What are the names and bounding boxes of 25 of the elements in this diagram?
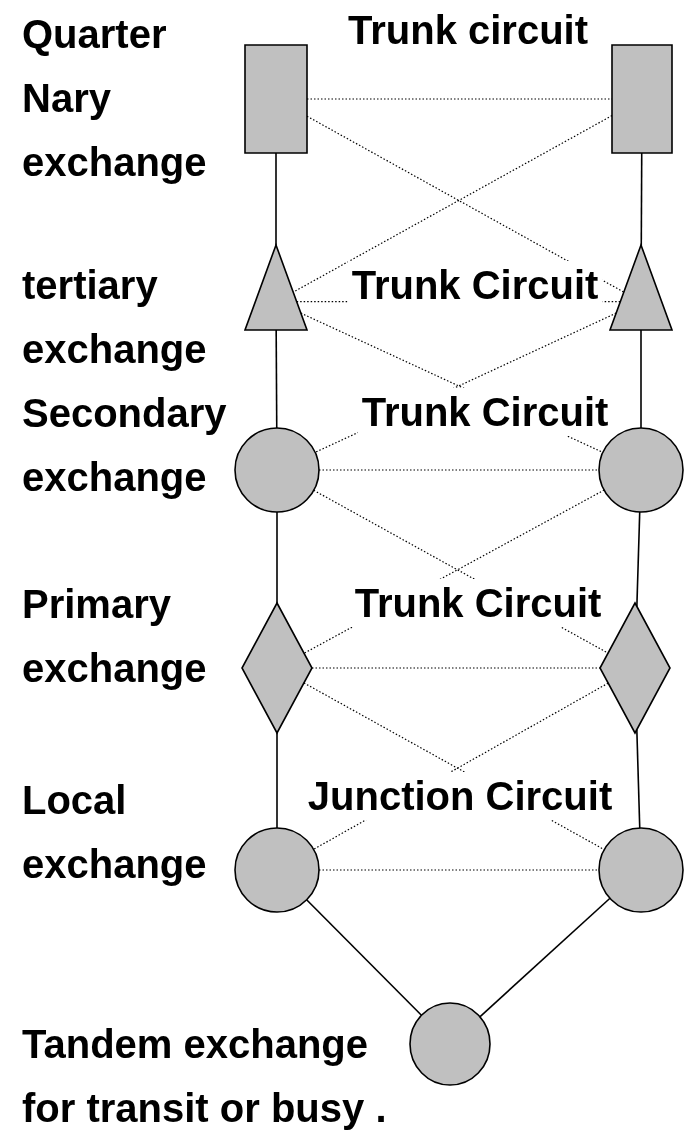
exchange-label: Quarter Nary exchange: [22, 11, 208, 186]
exchange-circle: [598, 427, 684, 513]
connector-line: [276, 732, 278, 829]
connector-line: [305, 899, 423, 1017]
connector-line: [276, 511, 278, 604]
exchange-square: [611, 44, 673, 154]
exchange-label: Primary exchange: [22, 581, 208, 692]
exchange-triangle: [244, 244, 308, 331]
exchange-circle: [234, 827, 320, 913]
exchange-diamond: [241, 602, 313, 734]
exchange-diamond: [599, 602, 671, 734]
connector-line: [640, 152, 643, 247]
connector-line: [275, 329, 278, 429]
exchange-label: Secondary exchange: [22, 390, 228, 501]
connector-line: [275, 152, 277, 246]
exchange-circle: [234, 427, 320, 513]
exchange-triangle: [609, 244, 673, 331]
connector-line: [479, 897, 611, 1018]
exchange-circle: [598, 827, 684, 913]
exchange-label: Local exchange: [22, 777, 208, 888]
exchange-square: [244, 44, 308, 154]
connector-line: [640, 329, 642, 429]
exchange-label: Tandem exchange for transit or busy .: [22, 1021, 388, 1132]
exchange-label: tertiary exchange: [22, 262, 208, 373]
exchange-circle: [409, 1002, 491, 1086]
